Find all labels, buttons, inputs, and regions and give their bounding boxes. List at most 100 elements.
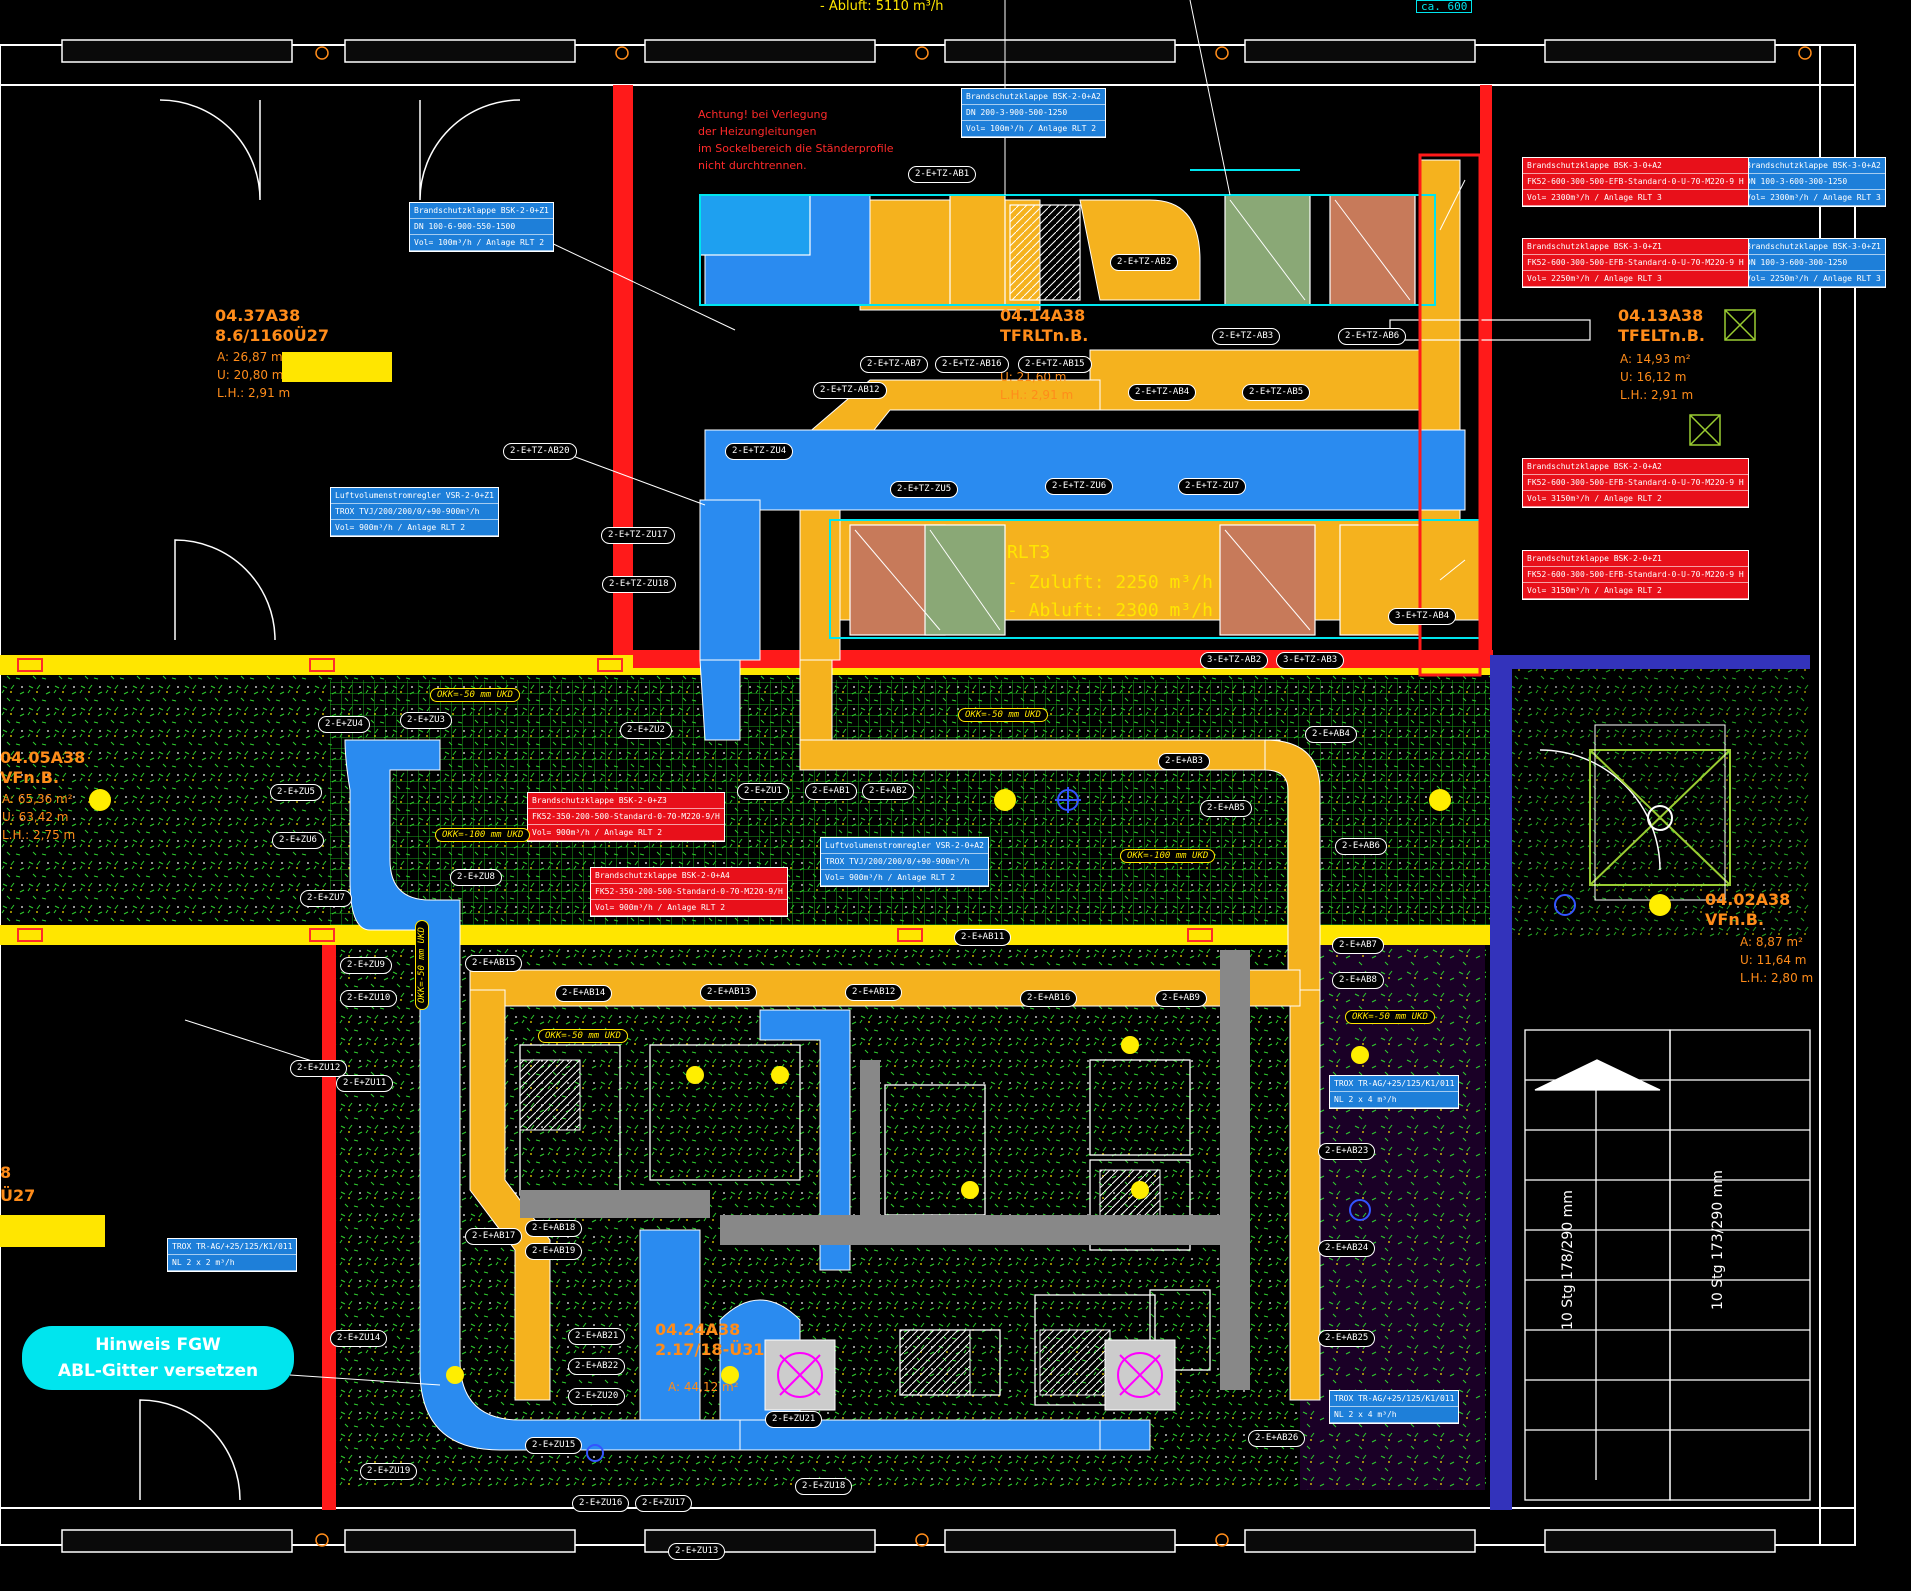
component-tag[interactable]: 2-E+ZU19 xyxy=(360,1463,418,1480)
component-tag[interactable]: 2-E+TZ-ZU18 xyxy=(602,576,676,593)
sprinkler-symbols xyxy=(586,787,1576,1462)
component-tag[interactable]: 2-E+ZU16 xyxy=(572,1495,630,1512)
component-tag[interactable]: 2-E+AB17 xyxy=(465,1228,523,1245)
component-tag[interactable]: 2-E+AB25 xyxy=(1318,1330,1376,1347)
component-tag[interactable]: 2-E+ZU2 xyxy=(620,722,672,739)
component-tag[interactable]: 2-E+TZ-AB3 xyxy=(1212,328,1281,345)
component-tag[interactable]: 3-E+TZ-AB4 xyxy=(1388,608,1457,625)
stair-wall xyxy=(1490,660,1512,1510)
component-tag[interactable]: 2-E+ZU8 xyxy=(450,869,502,886)
component-tag[interactable]: 2-E+AB26 xyxy=(1248,1430,1306,1447)
component-tag[interactable]: 2-E+ZU6 xyxy=(272,832,324,849)
elevator-shaft xyxy=(1589,749,1731,886)
component-tag[interactable]: 3-E+TZ-AB2 xyxy=(1200,652,1269,669)
component-tag[interactable]: 2-E+AB6 xyxy=(1335,838,1387,855)
component-tag[interactable]: 2-E+TZ-AB6 xyxy=(1338,328,1407,345)
component-tag[interactable]: 2-E+ZU15 xyxy=(525,1437,583,1454)
component-tag[interactable]: 2-E+ZU3 xyxy=(400,712,452,729)
component-tag[interactable]: 2-E+AB23 xyxy=(1318,1143,1376,1160)
component-tag[interactable]: 2-E+TZ-AB1 xyxy=(908,166,977,183)
okk-label: OKK=-50 mm UKD xyxy=(958,708,1048,722)
component-tag[interactable]: 2-E+AB15 xyxy=(465,955,523,972)
hint-note-title: Hinweis FGW xyxy=(95,1335,221,1355)
component-tag[interactable]: 2-E+TZ-AB16 xyxy=(935,356,1009,373)
component-tag[interactable]: 2-E+ZU20 xyxy=(568,1388,626,1405)
component-tag[interactable]: 2-E+AB9 xyxy=(1155,990,1207,1007)
component-tag[interactable]: 2-E+AB1 xyxy=(805,783,857,800)
component-tag[interactable]: 2-E+TZ-AB5 xyxy=(1242,384,1311,401)
component-tag[interactable]: 2-E+ZU13 xyxy=(668,1543,726,1560)
component-tag[interactable]: 2-E+ZU18 xyxy=(795,1478,853,1495)
top-airflow-label: - Abluft: 5110 m³/h xyxy=(820,0,944,14)
component-tag[interactable]: 2-E+AB22 xyxy=(568,1358,626,1375)
okk-label: OKK=-100 mm UKD xyxy=(1120,849,1216,863)
component-tag[interactable]: 2-E+ZU12 xyxy=(290,1060,348,1077)
component-tag[interactable]: 2-E+TZ-AB20 xyxy=(503,443,577,460)
component-tag[interactable]: 2-E+AB21 xyxy=(568,1328,626,1345)
component-tag[interactable]: 2-E+AB2 xyxy=(862,783,914,800)
stair-label-left: 10 Stg 178/290 mm xyxy=(1560,1190,1576,1330)
component-tag[interactable]: 2-E+TZ-AB7 xyxy=(860,356,929,373)
component-tag[interactable]: 2-E+AB14 xyxy=(555,985,613,1002)
component-tag[interactable]: 2-E+AB5 xyxy=(1200,800,1252,817)
component-tag[interactable]: 2-E+AB19 xyxy=(525,1243,583,1260)
component-tag[interactable]: 2-E+TZ-AB2 xyxy=(1110,254,1179,271)
component-tag[interactable]: 2-E+ZU9 xyxy=(340,957,392,974)
component-tag[interactable]: 2-E+AB13 xyxy=(700,984,758,1001)
warning-line-1: Achtung! bei Verlegung xyxy=(698,108,828,121)
hint-note-text: ABL-Gitter versetzen xyxy=(57,1361,259,1381)
right-shaft-dampers xyxy=(1418,153,1482,677)
component-tag[interactable]: 2-E+AB7 xyxy=(1332,937,1384,954)
component-tag[interactable]: 2-E+TZ-AB15 xyxy=(1018,356,1092,373)
component-tag[interactable]: 2-E+ZU5 xyxy=(270,784,322,801)
component-tag[interactable]: 2-E+TZ-ZU5 xyxy=(890,481,959,498)
component-tag[interactable]: 2-E+ZU4 xyxy=(318,716,370,733)
component-tag[interactable]: 2-E+TZ-ZU7 xyxy=(1178,478,1247,495)
ceiling-lamps xyxy=(89,789,1671,1384)
component-tag[interactable]: 3-E+TZ-AB3 xyxy=(1276,652,1345,669)
component-tag[interactable]: 2-E+TZ-ZU6 xyxy=(1045,478,1114,495)
component-tag[interactable]: 2-E+TZ-ZU4 xyxy=(725,443,794,460)
component-tag[interactable]: 2-E+ZU1 xyxy=(737,783,789,800)
component-tag[interactable]: 2-E+AB8 xyxy=(1332,972,1384,989)
component-tag[interactable]: 2-E+AB4 xyxy=(1305,726,1357,743)
component-tag[interactable]: 2-E+ZU14 xyxy=(330,1330,388,1347)
component-tag[interactable]: 2-E+AB12 xyxy=(845,984,903,1001)
component-tag[interactable]: 2-E+ZU10 xyxy=(340,990,398,1007)
component-tag[interactable]: 2-E+AB3 xyxy=(1158,753,1210,770)
component-tag[interactable]: 2-E+AB16 xyxy=(1020,990,1078,1007)
component-tag[interactable]: 2-E+TZ-AB12 xyxy=(813,382,887,399)
component-tag[interactable]: 2-E+AB24 xyxy=(1318,1240,1376,1257)
dimension-label: ca. 600 xyxy=(1416,0,1473,13)
okk-label: OKK=-100 mm UKD xyxy=(435,828,531,842)
top-windows xyxy=(61,39,1776,1553)
component-tag[interactable]: 2-E+ZU11 xyxy=(336,1075,394,1092)
component-tag[interactable]: 2-E+TZ-ZU17 xyxy=(601,527,675,544)
shaft-symbols xyxy=(1689,309,1756,446)
component-tag[interactable]: 2-E+ZU21 xyxy=(765,1411,823,1428)
component-tag[interactable]: 2-E+ZU17 xyxy=(635,1495,693,1512)
okk-label: OKK=-50 mm UKD xyxy=(538,1029,628,1043)
okk-label: OKK=-50 mm UKD xyxy=(415,920,429,1010)
hint-note-fgw[interactable]: Hinweis FGW ABL-Gitter versetzen xyxy=(22,1326,294,1390)
component-tag[interactable]: 2-E+ZU7 xyxy=(300,890,352,907)
component-tag[interactable]: 2-E+AB11 xyxy=(954,929,1012,946)
component-tag[interactable]: 2-E+AB18 xyxy=(525,1220,583,1237)
component-tag[interactable]: 2-E+TZ-AB4 xyxy=(1128,384,1197,401)
